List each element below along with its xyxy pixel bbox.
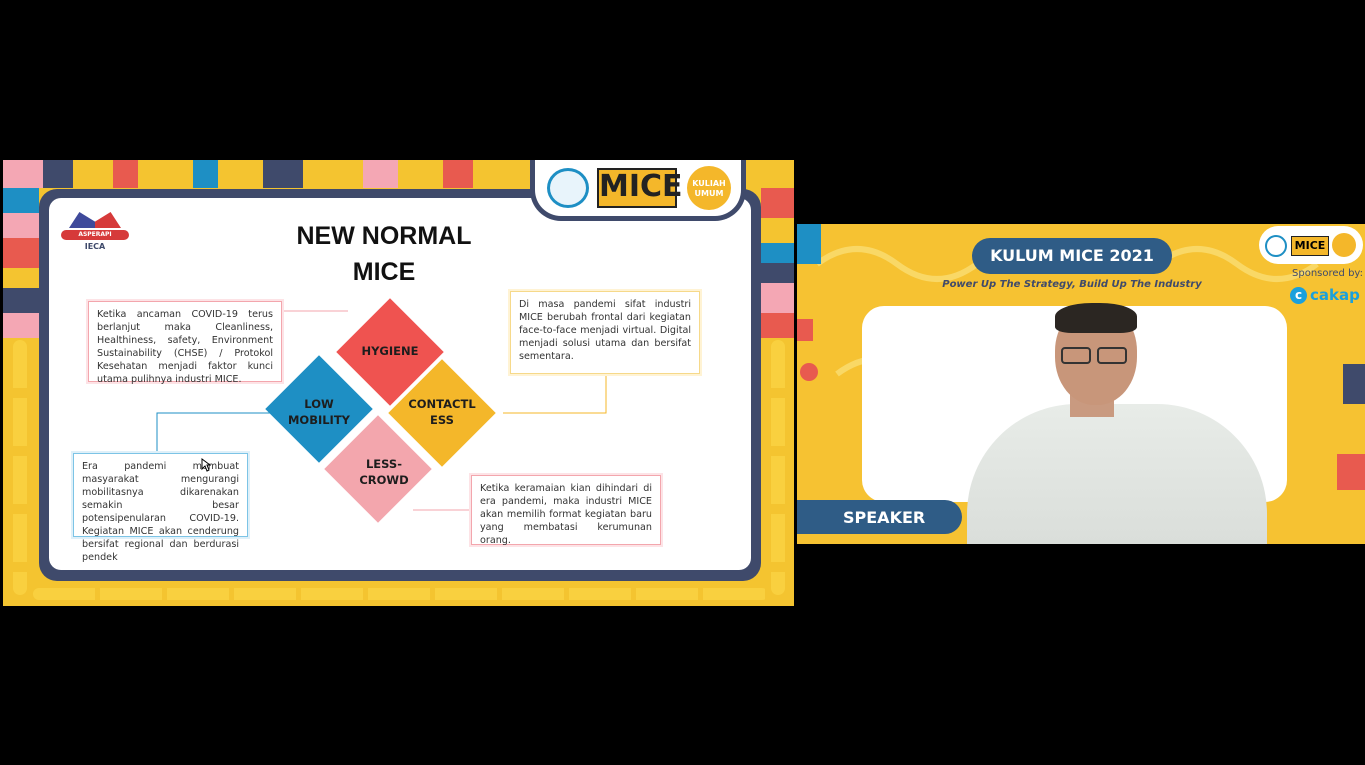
presentation-slide: MICE KULIAH UMUM ASPERAPI IECA NEW NORMA… <box>3 160 794 606</box>
cakap-logo: c cakap <box>1290 285 1360 305</box>
less-crowd-label: LESS- CROWD <box>359 457 409 487</box>
slide-title: NEW NORMAL MICE <box>273 218 495 290</box>
mice-logo: MICE <box>597 168 683 208</box>
side-dashes-left <box>13 340 27 595</box>
speaker-label-bar <box>797 500 962 534</box>
tagline: Power Up The Strategy, Build Up The Indu… <box>942 279 1202 290</box>
speaker-hair <box>1055 303 1137 333</box>
kuliah-umum-logo: KULIAH UMUM <box>687 166 731 210</box>
sponsored-label: Sponsored by: <box>1292 268 1363 279</box>
speaker-shirt <box>967 404 1267 544</box>
kuliah-text: KULIAH <box>692 179 726 188</box>
video-logo-pill: MICE <box>1259 226 1363 264</box>
low-mobility-label: LOW MOBILITY <box>287 397 351 427</box>
crowd-textbox: Ketika keramaian kian dihindari di era p… <box>471 475 661 546</box>
digital-textbox: Di masa pandemi sifat industri MICE beru… <box>510 291 700 374</box>
hygiene-label: HYGIENE <box>361 344 419 358</box>
speaker-glasses <box>1061 347 1091 364</box>
cakap-icon: c <box>1290 286 1307 304</box>
speaker-person <box>937 303 1267 544</box>
contactless-label: CONTACTL ESS <box>408 397 476 427</box>
event-title-pill: KULUM MICE 2021 <box>972 238 1172 274</box>
umum-text: UMUM <box>694 189 724 198</box>
polytechnic-logo <box>547 168 589 208</box>
mobility-textbox: Era pandemi membuat masyarakat mengurang… <box>73 453 248 563</box>
connector-lines <box>156 310 607 511</box>
background-swirls <box>797 224 1365 490</box>
slide-title-line1: NEW NORMAL <box>296 222 472 250</box>
logo-pill: MICE KULIAH UMUM <box>535 160 741 216</box>
side-dashes-right <box>771 340 785 595</box>
pattern-right <box>761 188 794 338</box>
org-name: IECA <box>84 242 106 251</box>
speaker-label: SPEAKER <box>843 508 926 527</box>
pattern-left <box>3 188 39 338</box>
speaker-video: KULUM MICE 2021 Power Up The Strategy, B… <box>797 224 1365 544</box>
slide-title-line2: MICE <box>352 258 416 286</box>
chse-textbox: Ketika ancaman COVID-19 terus berlanjut … <box>88 301 282 385</box>
sponsor-name: cakap <box>1310 286 1360 304</box>
mouse-cursor-icon <box>201 458 211 472</box>
bottom-dashes <box>33 588 768 600</box>
asperapi-logo: ASPERAPI IECA <box>61 210 129 254</box>
event-title: KULUM MICE 2021 <box>990 246 1154 265</box>
